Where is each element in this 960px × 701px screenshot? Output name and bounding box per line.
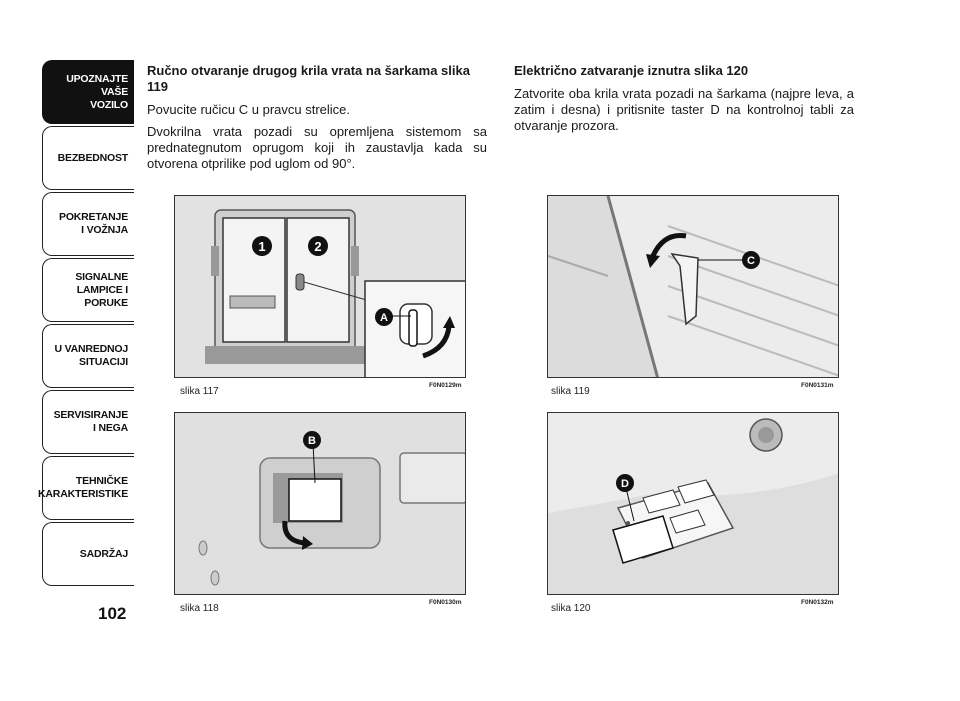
tab-label: POKRETANJE I VOŽNJA: [59, 211, 128, 236]
marker-b: B: [308, 435, 316, 447]
paragraph: Povucite ručicu C u pravcu strelice.: [147, 102, 351, 117]
tab-signalne-lampice[interactable]: SIGNALNE LAMPICE I PORUKE: [42, 258, 134, 322]
marker-d: D: [621, 478, 629, 490]
figure-117-rear-doors: 1 2 A: [174, 195, 466, 378]
tab-sadrzaj[interactable]: SADRŽAJ: [42, 522, 134, 586]
figure-code: F0N0131m: [801, 382, 834, 389]
tab-label: BEZBEDNOST: [57, 151, 129, 164]
figure-caption: slika 118: [180, 603, 219, 614]
paragraph: Zatvorite oba krila vrata pozadi na šark…: [514, 86, 854, 133]
tab-servisiranje-i-nega[interactable]: SERVISIRANJE I NEGA: [42, 390, 134, 454]
tab-tehnicke-karakteristike[interactable]: TEHNIČKE KARAKTERISTIKE: [38, 456, 134, 520]
tab-label: SADRŽAJ: [79, 547, 128, 560]
tab-label: UPOZNAJTE VAŠE VOZILO: [66, 72, 128, 111]
figure-caption: slika 120: [551, 603, 591, 614]
tab-u-vanrednoj-situaciji[interactable]: U VANREDNOJ SITUACIJI: [42, 324, 134, 388]
left-text-column: Ručno otvaranje drugog krila vrata na ša…: [147, 63, 487, 178]
tab-bezbednost[interactable]: BEZBEDNOST: [42, 126, 134, 190]
chapter-tabs: UPOZNAJTE VAŠE VOZILO BEZBEDNOST POKRETA…: [38, 60, 134, 588]
figure-119-door-handle: C: [547, 195, 839, 378]
section-heading: Električno zatvaranje iznutra slika 120: [514, 63, 749, 78]
figure-code: F0N0129m: [429, 382, 462, 389]
tab-label: U VANREDNOJ SITUACIJI: [54, 343, 129, 368]
figure-code: F0N0130m: [429, 599, 462, 606]
marker-c: C: [747, 255, 755, 267]
figure-120-control-panel: D: [547, 412, 839, 595]
figure-caption: slika 117: [180, 386, 219, 397]
section-heading: Ručno otvaranje drugog krila vrata na ša…: [147, 63, 470, 94]
tab-label: SERVISIRANJE I NEGA: [53, 409, 129, 434]
tab-label: SIGNALNE LAMPICE I PORUKE: [75, 270, 128, 309]
tab-label: TEHNIČKE KARAKTERISTIKE: [38, 475, 128, 500]
marker-1: 1: [258, 239, 265, 254]
page-number: 102: [98, 604, 127, 623]
tab-pokretanje-i-voznja[interactable]: POKRETANJE I VOŽNJA: [42, 192, 134, 256]
figure-code: F0N0132m: [801, 599, 834, 606]
tab-upoznajte-vase-vozilo[interactable]: UPOZNAJTE VAŠE VOZILO: [42, 60, 134, 124]
right-text-column: Električno zatvaranje iznutra slika 120 …: [514, 63, 854, 140]
marker-a: A: [380, 312, 388, 324]
marker-2: 2: [314, 239, 321, 254]
figure-118-lever: B: [174, 412, 466, 595]
paragraph: Dvokrilna vrata pozadi su opremljena sis…: [147, 124, 487, 171]
figure-caption: slika 119: [551, 386, 590, 397]
